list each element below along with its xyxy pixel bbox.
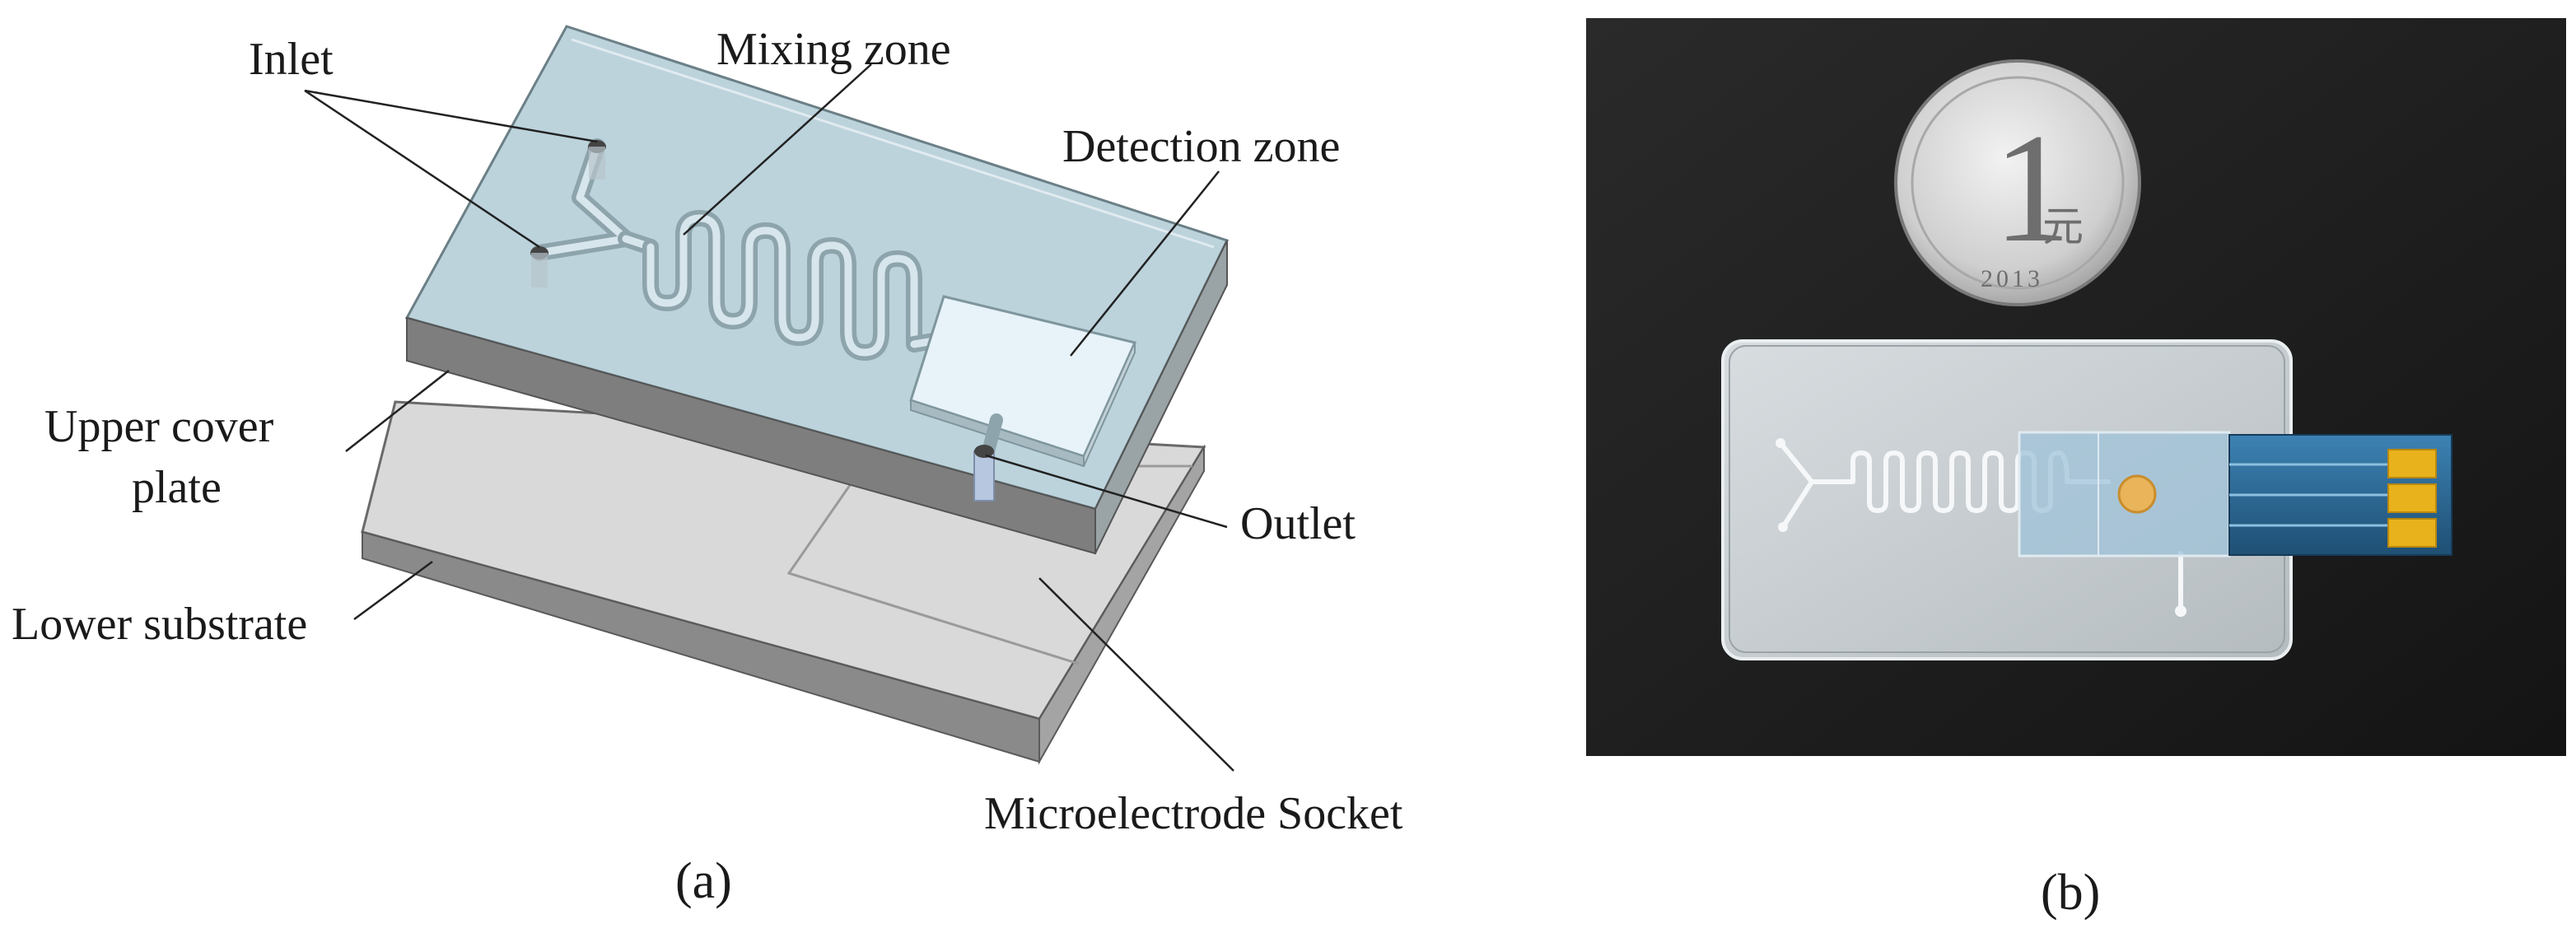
- label-outlet: Outlet: [1240, 498, 1356, 549]
- coin-year: 2013: [1981, 265, 2043, 292]
- gold-pad-2: [2387, 483, 2437, 513]
- coin: 1 元 2013: [1894, 59, 2141, 306]
- caption-b: (b): [2041, 865, 2100, 921]
- leader-lines: [304, 63, 1234, 772]
- label-upper-cover-line1: Upper cover: [44, 401, 274, 452]
- lower-substrate-side: [1038, 444, 1205, 765]
- label-upper-cover-line2: plate: [132, 462, 222, 513]
- panel-b-photo: 1 元 2013: [1586, 18, 2566, 921]
- panel-a-diagram: Inlet Mixing zone Detection zone Upper c…: [12, 24, 1403, 909]
- gold-pad-3: [2387, 518, 2437, 548]
- label-detection-zone: Detection zone: [1062, 121, 1340, 172]
- label-inlet: Inlet: [249, 34, 334, 85]
- microfluidic-chip: [1721, 339, 2293, 660]
- outlet: [973, 413, 1003, 502]
- electrode-strip: [2228, 434, 2452, 556]
- caption-a: (a): [675, 853, 732, 909]
- upper-cover-side: [1094, 240, 1228, 554]
- detection-zone: [909, 295, 1137, 468]
- gold-pad-1: [2387, 449, 2437, 478]
- label-lower-substrate: Lower substrate: [12, 599, 307, 650]
- coin-numeral: 1: [1993, 102, 2071, 275]
- coin-unit: 元: [2042, 203, 2084, 250]
- label-microelectrode-socket: Microelectrode Socket: [984, 788, 1403, 839]
- label-mixing-zone: Mixing zone: [716, 24, 951, 75]
- working-electrode: [2117, 474, 2157, 514]
